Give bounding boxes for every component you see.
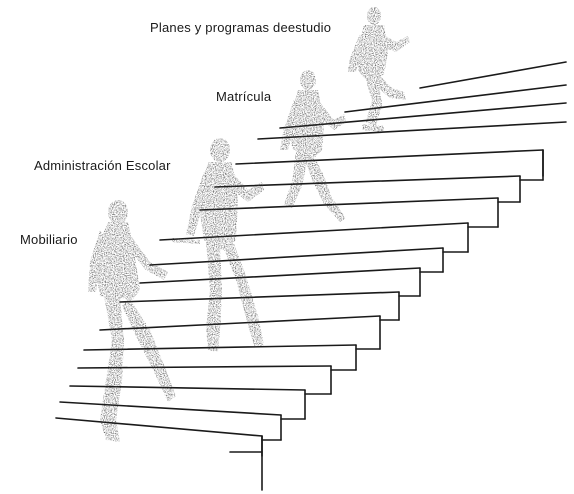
step-tread xyxy=(120,292,399,302)
label-matricula: Matrícula xyxy=(216,89,271,104)
label-mobiliario: Mobiliario xyxy=(20,232,78,247)
step-tread xyxy=(140,268,420,283)
label-planes-y-programas: Planes y programas deestudio xyxy=(150,20,331,35)
figure-planes xyxy=(348,7,410,132)
step-tread xyxy=(60,402,281,415)
label-administracion-escolar: Administración Escolar xyxy=(34,158,171,173)
figure-matricula xyxy=(280,70,346,222)
step-tread xyxy=(56,418,262,436)
step-tread xyxy=(150,248,443,265)
figure-administracion xyxy=(172,138,264,352)
step-tread xyxy=(200,198,498,210)
upper-tread-line xyxy=(420,62,566,88)
step-tread xyxy=(84,345,356,350)
climbing-figures xyxy=(88,7,410,442)
step-tread xyxy=(236,150,543,164)
